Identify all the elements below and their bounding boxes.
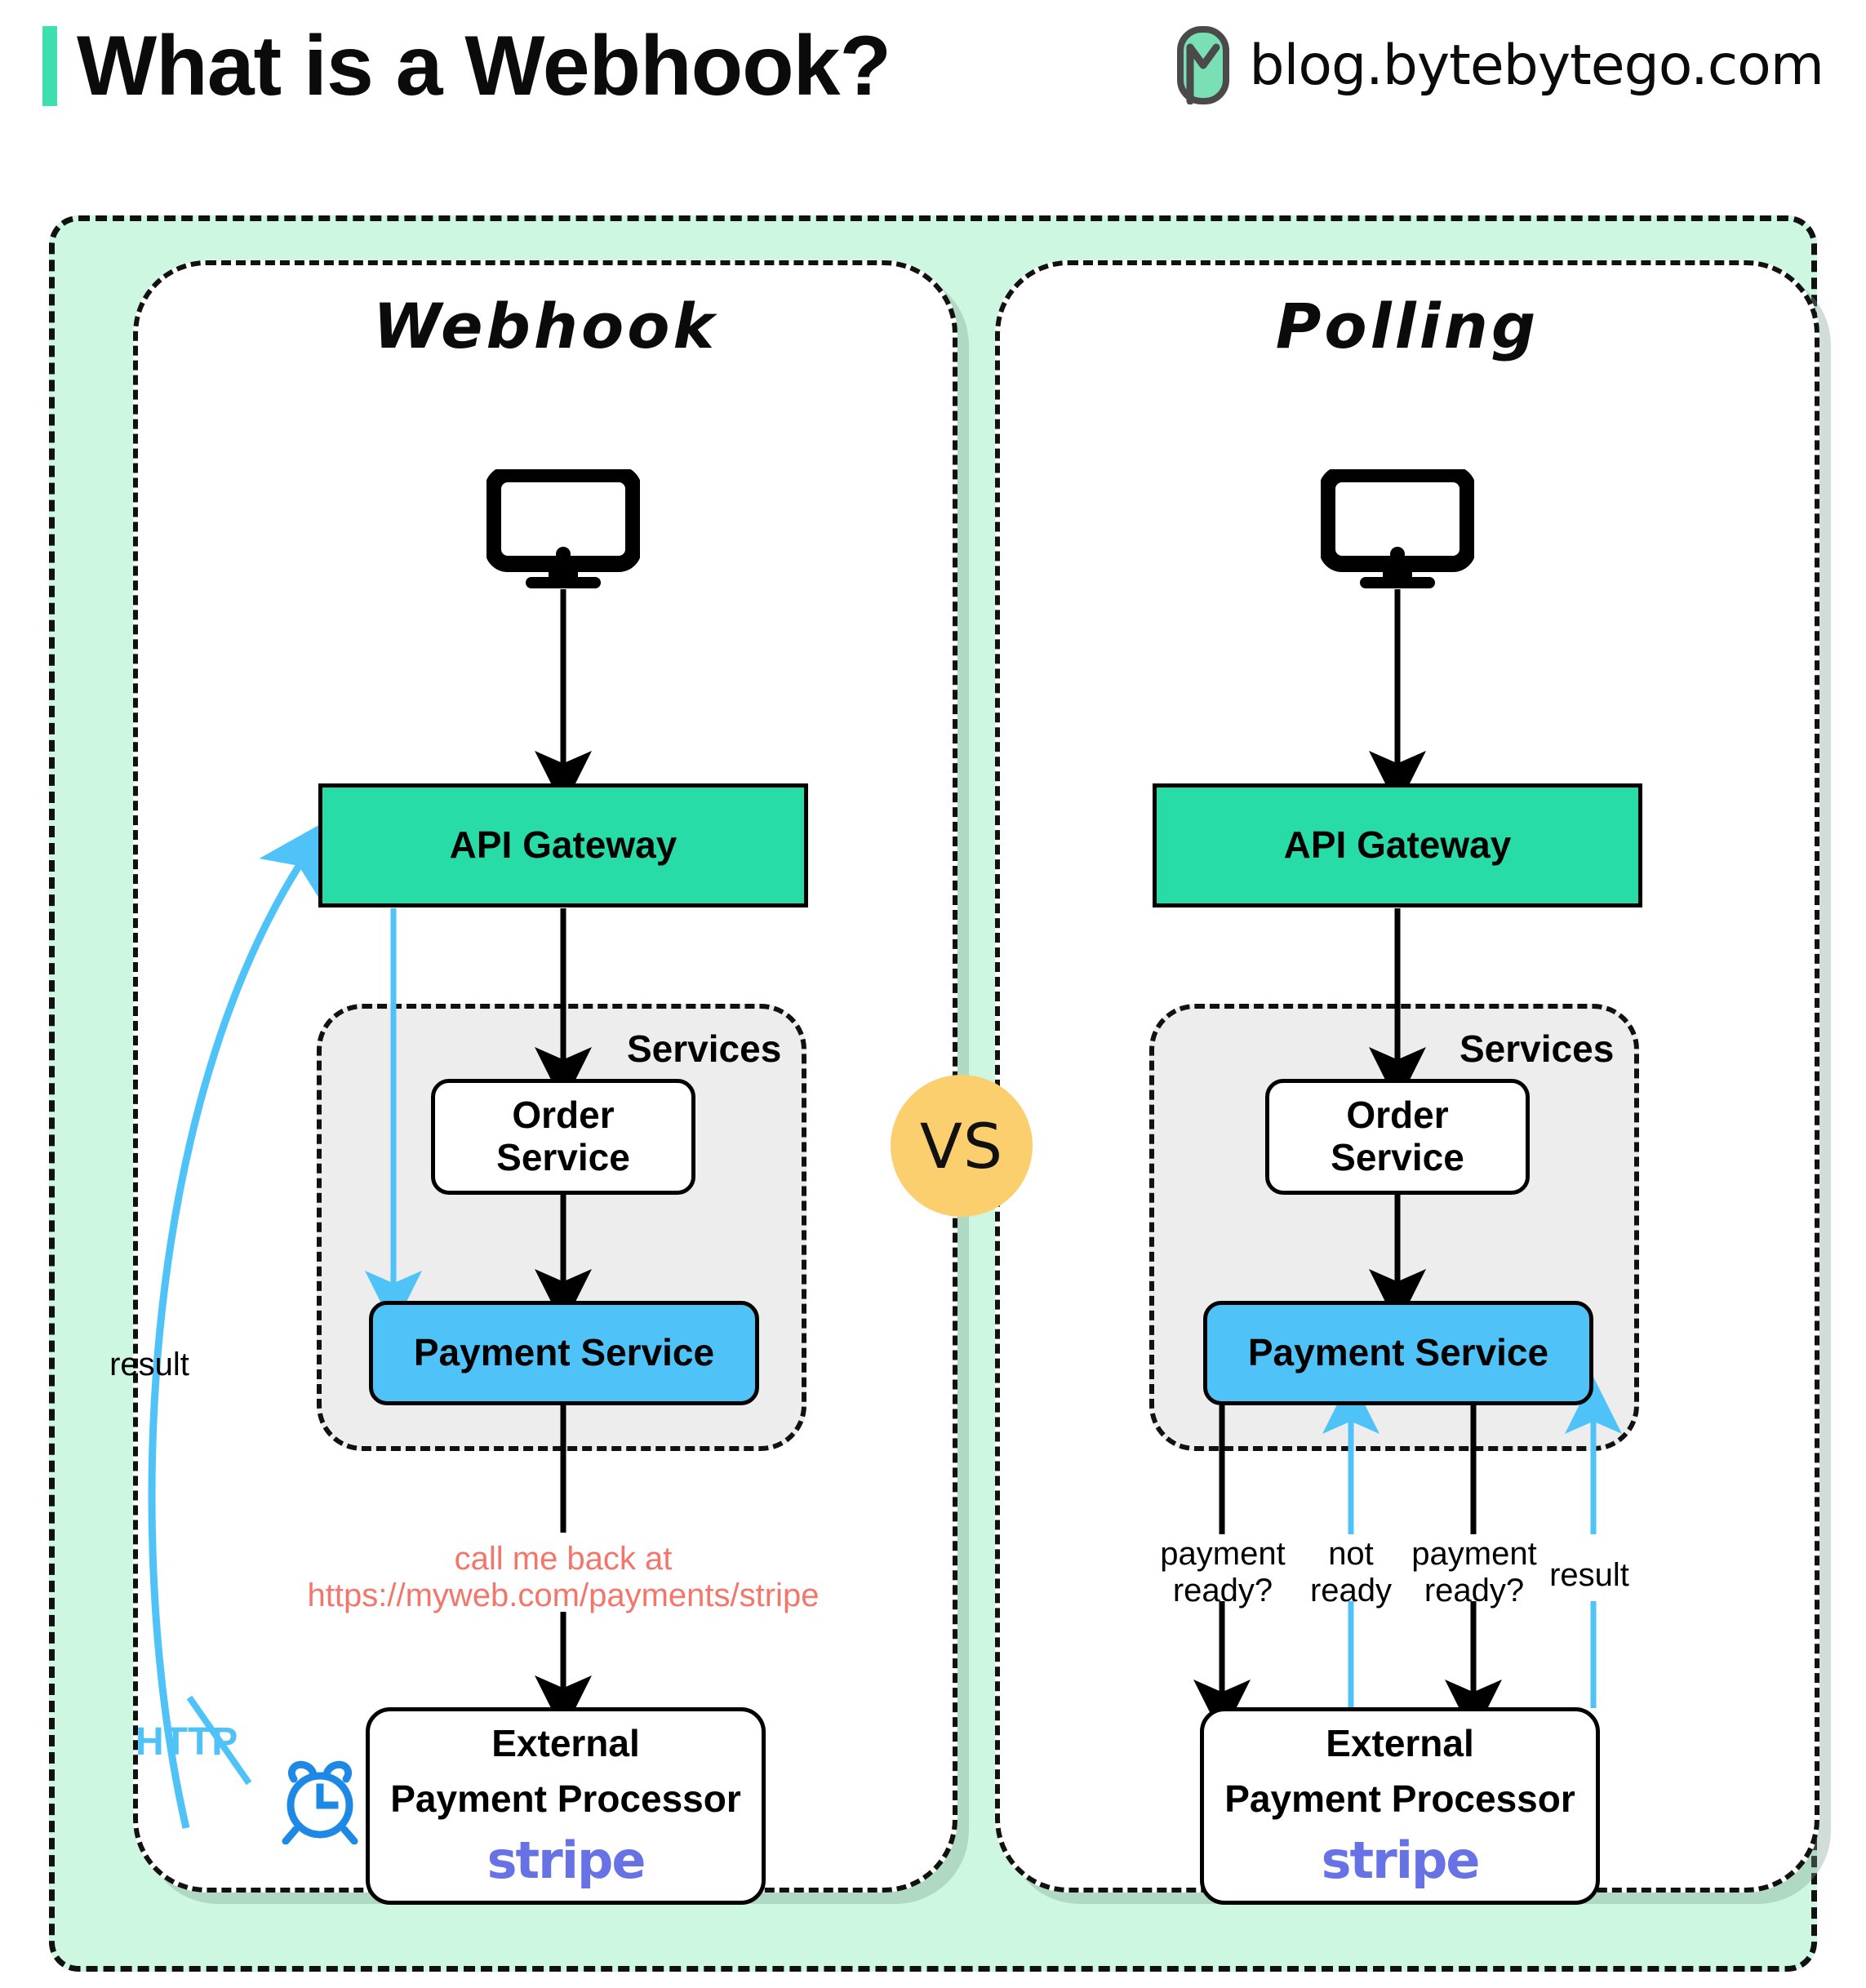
processor-line-1: External <box>491 1721 640 1764</box>
poll3-line-1: payment <box>1411 1536 1537 1572</box>
panel-title-polling: Polling <box>1275 290 1539 362</box>
services-label-webhook: Services <box>627 1027 782 1070</box>
node-external-payment-processor-polling[interactable]: External Payment Processor stripe <box>1200 1707 1600 1905</box>
brand-block: blog.bytebytego.com <box>1175 24 1824 106</box>
stripe-logo-webhook: stripe <box>486 1830 646 1891</box>
processor-line-1: External <box>1326 1721 1474 1764</box>
annotation-result-webhook: result <box>109 1347 189 1382</box>
annotation-callback-webhook: call me back at https://myweb.com/paymen… <box>294 1541 833 1614</box>
annotation-poll-response-result: result <box>1549 1557 1629 1593</box>
page-title: What is a Webhook? <box>77 19 891 113</box>
node-api-gateway-webhook[interactable]: API Gateway <box>318 783 808 907</box>
order-service-line-2: Service <box>1331 1136 1464 1178</box>
annotation-poll-request-1: payment ready? <box>1141 1536 1304 1609</box>
alarm-clock-icon-webhook <box>282 1760 358 1844</box>
order-service-line-1: Order <box>1346 1094 1449 1137</box>
node-api-gateway-polling[interactable]: API Gateway <box>1153 783 1642 907</box>
order-service-line-2: Service <box>496 1136 630 1178</box>
panel-title-webhook: Webhook <box>373 290 718 362</box>
title-accent-bar <box>42 26 57 106</box>
node-external-payment-processor-webhook[interactable]: External Payment Processor stripe <box>366 1707 766 1905</box>
desktop-monitor-icon-polling <box>1321 469 1474 588</box>
callback-line-1: call me back at <box>454 1541 673 1577</box>
brand-url-text: blog.bytebytego.com <box>1249 33 1824 98</box>
node-order-service-polling[interactable]: Order Service <box>1265 1079 1530 1195</box>
desktop-monitor-icon-webhook <box>486 469 640 588</box>
stripe-logo-polling: stripe <box>1321 1830 1481 1891</box>
callback-line-2: https://myweb.com/payments/stripe <box>307 1577 820 1613</box>
poll1-line-2: ready? <box>1172 1572 1273 1609</box>
order-service-line-1: Order <box>512 1094 615 1137</box>
page-header: What is a Webhook? blog.bytebytego.com <box>0 0 1866 131</box>
bytebytego-logo-icon <box>1177 26 1230 104</box>
processor-line-2: Payment Processor <box>1224 1777 1575 1820</box>
node-payment-service-polling[interactable]: Payment Service <box>1203 1301 1593 1405</box>
processor-line-2: Payment Processor <box>390 1777 741 1820</box>
annotation-poll-response-not-ready: not ready <box>1290 1536 1412 1609</box>
poll1-line-1: payment <box>1160 1536 1286 1572</box>
services-label-polling: Services <box>1459 1027 1615 1070</box>
node-order-service-webhook[interactable]: Order Service <box>431 1079 695 1195</box>
annotation-http-webhook: HTTP <box>136 1720 238 1764</box>
node-payment-service-webhook[interactable]: Payment Service <box>369 1301 759 1405</box>
vs-badge: VS <box>891 1075 1033 1217</box>
poll2-line-1: not <box>1328 1536 1374 1572</box>
